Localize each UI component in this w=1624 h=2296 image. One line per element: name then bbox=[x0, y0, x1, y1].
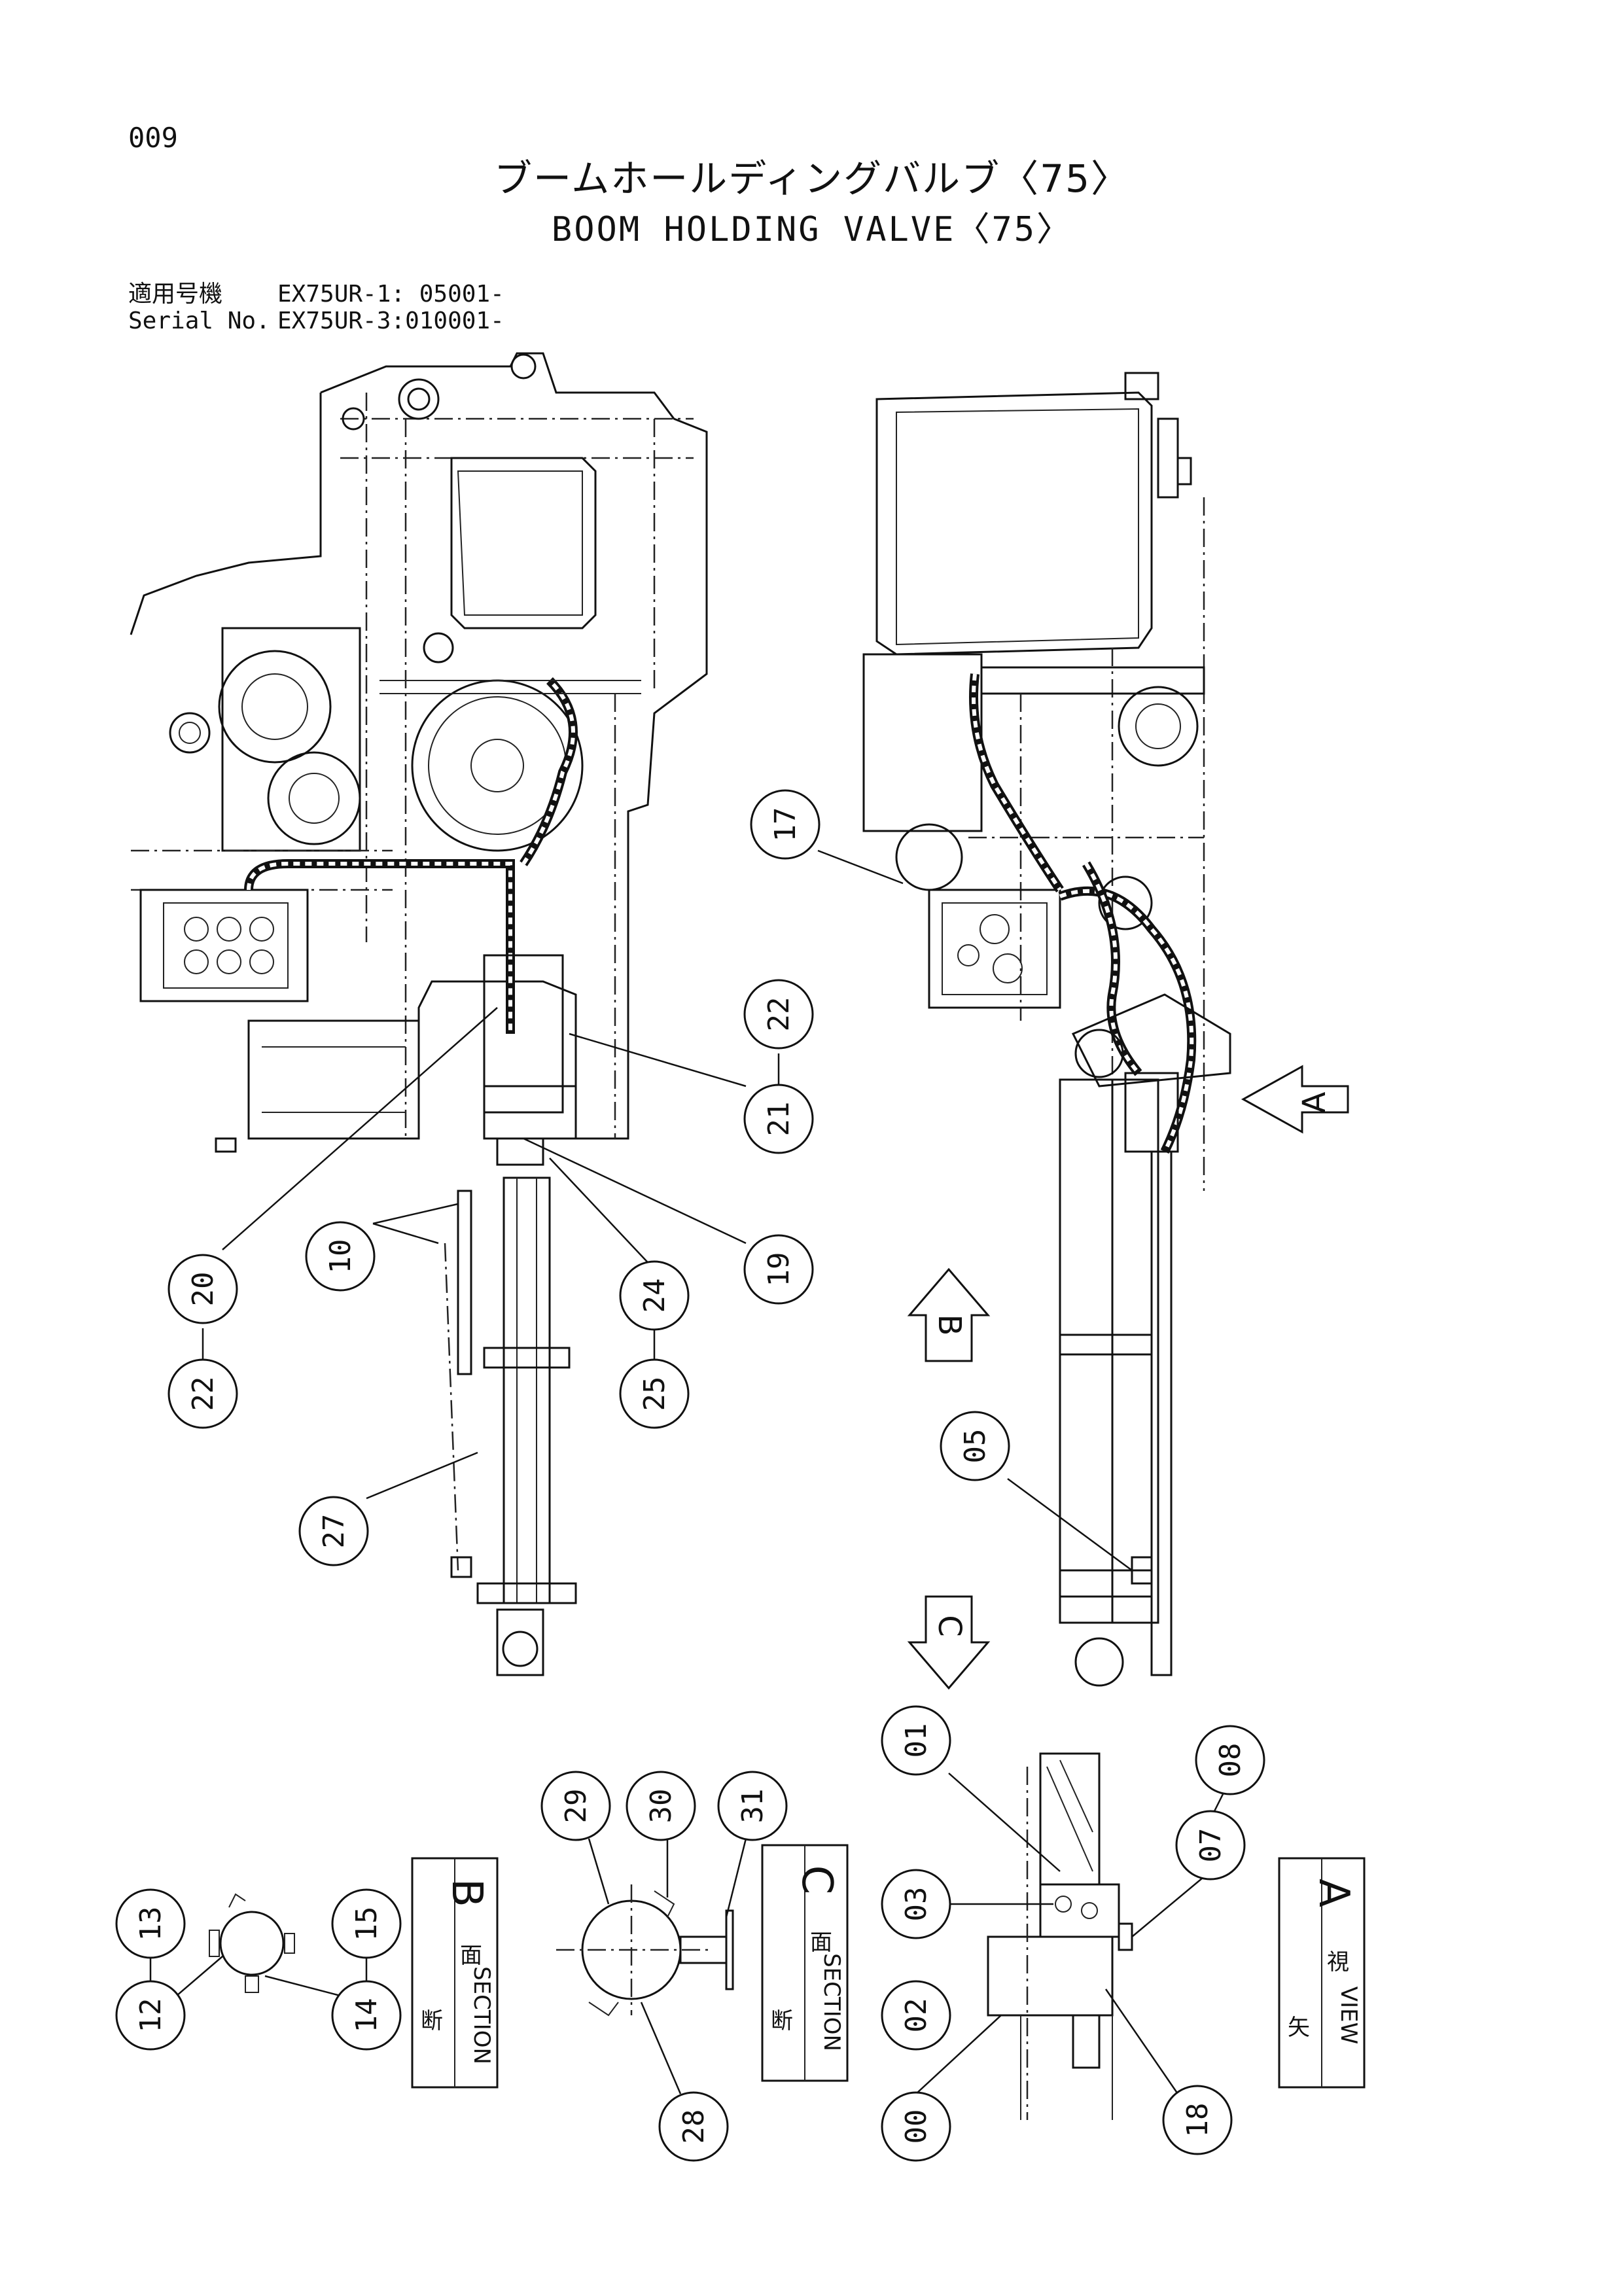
callout-28: 28 bbox=[658, 2091, 729, 2162]
svg-text:12: 12 bbox=[134, 1998, 168, 2033]
section-c-label: C 断 面 SECTION bbox=[761, 1844, 849, 2082]
callout-21: 21 bbox=[743, 1084, 814, 1154]
view-a-label: A 矢 視 VIEW bbox=[1278, 1857, 1366, 2089]
callout-30: 30 bbox=[626, 1771, 696, 1841]
svg-text:08: 08 bbox=[1214, 1743, 1247, 1778]
svg-text:19: 19 bbox=[762, 1252, 796, 1287]
leader-lines bbox=[149, 849, 1225, 2094]
callout-27: 27 bbox=[298, 1496, 369, 1566]
svg-text:21: 21 bbox=[762, 1102, 796, 1137]
view-arrow-b: B bbox=[907, 1267, 991, 1362]
view-a-jp2: 視 bbox=[1327, 1949, 1349, 1975]
svg-text:28: 28 bbox=[677, 2110, 711, 2144]
view-a-jp1: 矢 bbox=[1288, 2015, 1310, 2041]
section-b-jp1: 断 bbox=[421, 2008, 443, 2034]
callout-15: 15 bbox=[331, 1888, 402, 1959]
callout-10: 10 bbox=[305, 1221, 376, 1292]
serial-label-en: Serial No. bbox=[128, 308, 270, 334]
callout-17: 17 bbox=[750, 789, 821, 860]
section-c-jp2: 面 bbox=[810, 1930, 832, 1956]
callout-00: 00 bbox=[881, 2091, 951, 2162]
section-c-en: SECTION bbox=[819, 1953, 845, 2051]
serial-value-2: EX75UR-3:010001- bbox=[277, 308, 504, 334]
callout-31: 31 bbox=[717, 1771, 788, 1841]
svg-text:27: 27 bbox=[317, 1514, 351, 1549]
svg-text:01: 01 bbox=[900, 1723, 933, 1758]
section-b-label: B 断 面 SECTION bbox=[411, 1857, 499, 2089]
callout-20: 20 bbox=[168, 1254, 238, 1324]
svg-text:17: 17 bbox=[769, 807, 802, 842]
section-b-jp2: 面 bbox=[460, 1943, 482, 1969]
callout-03: 03 bbox=[881, 1869, 951, 1939]
view-a-letter: A bbox=[1309, 1879, 1358, 1907]
svg-text:10: 10 bbox=[324, 1239, 357, 1274]
callout-12: 12 bbox=[115, 1980, 186, 2051]
svg-text:03: 03 bbox=[900, 1887, 933, 1922]
svg-text:24: 24 bbox=[638, 1279, 671, 1313]
section-c-jp1: 断 bbox=[771, 2008, 793, 2034]
section-c-detail bbox=[556, 1884, 734, 2017]
view-arrow-a-letter: A bbox=[1296, 1091, 1333, 1113]
callout-08: 08 bbox=[1195, 1725, 1265, 1795]
callout-01: 01 bbox=[881, 1705, 951, 1776]
view-arrow-b-letter: B bbox=[931, 1315, 968, 1336]
svg-text:05: 05 bbox=[959, 1429, 992, 1464]
callout-07: 07 bbox=[1175, 1810, 1246, 1881]
callout-29: 29 bbox=[540, 1771, 611, 1841]
svg-text:15: 15 bbox=[350, 1907, 383, 1941]
svg-text:07: 07 bbox=[1194, 1828, 1227, 1863]
section-b-detail bbox=[209, 1893, 295, 1993]
view-arrow-c-letter: C bbox=[931, 1615, 968, 1637]
section-b-letter: B bbox=[442, 1879, 491, 1907]
view-a-en: VIEW bbox=[1335, 1987, 1362, 2044]
svg-text:18: 18 bbox=[1181, 2103, 1214, 2138]
callout-25: 25 bbox=[619, 1358, 690, 1429]
section-c-letter: C bbox=[792, 1865, 841, 1895]
svg-text:20: 20 bbox=[186, 1272, 220, 1307]
svg-text:14: 14 bbox=[350, 1998, 383, 2033]
svg-text:22: 22 bbox=[186, 1377, 220, 1411]
serial-row-2: Serial No. EX75UR-3:010001- bbox=[128, 308, 504, 334]
section-b-en: SECTION bbox=[468, 1966, 495, 2064]
svg-text:29: 29 bbox=[559, 1789, 593, 1824]
view-arrow-c: C bbox=[907, 1595, 991, 1690]
page-number: 009 bbox=[128, 122, 178, 154]
callout-05: 05 bbox=[940, 1411, 1010, 1481]
svg-text:13: 13 bbox=[134, 1907, 168, 1941]
view-arrow-a: A bbox=[1241, 1065, 1349, 1134]
svg-text:31: 31 bbox=[736, 1789, 769, 1824]
svg-text:02: 02 bbox=[900, 1998, 933, 2033]
svg-text:00: 00 bbox=[900, 2110, 933, 2144]
serial-row-1: 適用号機 EX75UR-1: 05001- bbox=[128, 275, 504, 309]
callout-14: 14 bbox=[331, 1980, 402, 2051]
callout-22-b: 22 bbox=[168, 1358, 238, 1429]
callout-22: 22 bbox=[743, 979, 814, 1050]
callout-13: 13 bbox=[115, 1888, 186, 1959]
svg-text:22: 22 bbox=[762, 997, 796, 1032]
view-a-detail bbox=[987, 1752, 1133, 2120]
title-english: BOOM HOLDING VALVE〈75〉 bbox=[551, 210, 1073, 249]
callout-02: 02 bbox=[881, 1980, 951, 2051]
title-japanese: ブームホールディングバルブ〈75〉 bbox=[493, 156, 1130, 201]
callout-19: 19 bbox=[743, 1234, 814, 1305]
callout-24: 24 bbox=[619, 1260, 690, 1331]
left-main-view bbox=[130, 352, 708, 1676]
serial-value-1: EX75UR-1: 05001- bbox=[277, 281, 504, 308]
svg-text:25: 25 bbox=[638, 1377, 671, 1411]
callout-18: 18 bbox=[1162, 2085, 1233, 2155]
right-side-view bbox=[862, 372, 1231, 1687]
serial-label-jp: 適用号機 bbox=[128, 281, 223, 308]
svg-text:30: 30 bbox=[644, 1789, 678, 1824]
